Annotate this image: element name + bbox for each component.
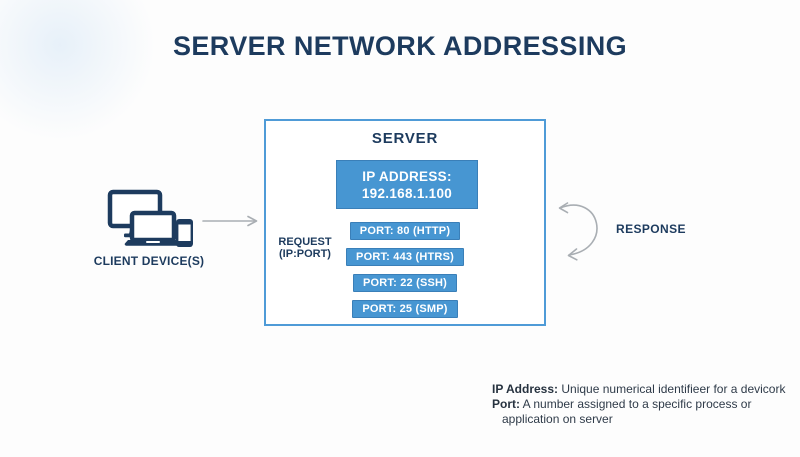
ip-definition-term: IP Address: (492, 382, 559, 396)
client-devices-label: CLIENT DEVICE(S) (93, 254, 205, 268)
page-title: SERVER NETWORK ADDRESSING (172, 31, 628, 61)
port-definition: Port: A number assigned to a specific pr… (492, 397, 792, 412)
ip-address-box: IP ADDRESS: 192.168.1.100 (336, 160, 478, 209)
port-definition-text: A number assigned to a specific process … (520, 397, 752, 412)
port-box-http: PORT: 80 (HTTP) (349, 222, 461, 240)
response-label: RESPONSE (616, 222, 686, 236)
request-arrow-icon (202, 215, 258, 227)
port-list: PORT: 80 (HTTP) PORT: 443 (HTRS) PORT: 2… (266, 222, 544, 318)
port-box-443: PORT: 443 (HTRS) (346, 248, 464, 266)
ip-definition: IP Address: Unique numerical identifieer… (492, 382, 792, 397)
definitions: IP Address: Unique numerical identifieer… (492, 382, 792, 428)
ip-address-value: 192.168.1.100 (361, 186, 453, 201)
response-arrow-icon (558, 202, 598, 261)
server-title: SERVER (371, 130, 439, 147)
client-devices-icon (107, 189, 193, 247)
port-box-ssh: PORT: 22 (SSH) (352, 274, 458, 292)
port-box-smp: PORT: 25 (SMP) (352, 300, 458, 318)
client-devices-group: CLIENT DEVICE(S) (90, 186, 208, 268)
smartphone-icon (175, 219, 193, 247)
request-label-line2: (IP:PORT) (279, 247, 331, 260)
server-box: SERVER IP ADDRESS: 192.168.1.100 PORT: 8… (264, 119, 546, 326)
port-definition-term: Port: (492, 397, 520, 412)
request-label-line1: REQUEST (278, 236, 332, 248)
ip-definition-text: Unique numerical identifieer for a devic… (558, 382, 786, 396)
ip-address-label: IP ADDRESS: (362, 169, 452, 184)
request-label: REQUEST (IP:PORT) (272, 236, 338, 260)
laptop-icon (124, 210, 181, 246)
port-definition-continued: application on server (502, 412, 613, 427)
